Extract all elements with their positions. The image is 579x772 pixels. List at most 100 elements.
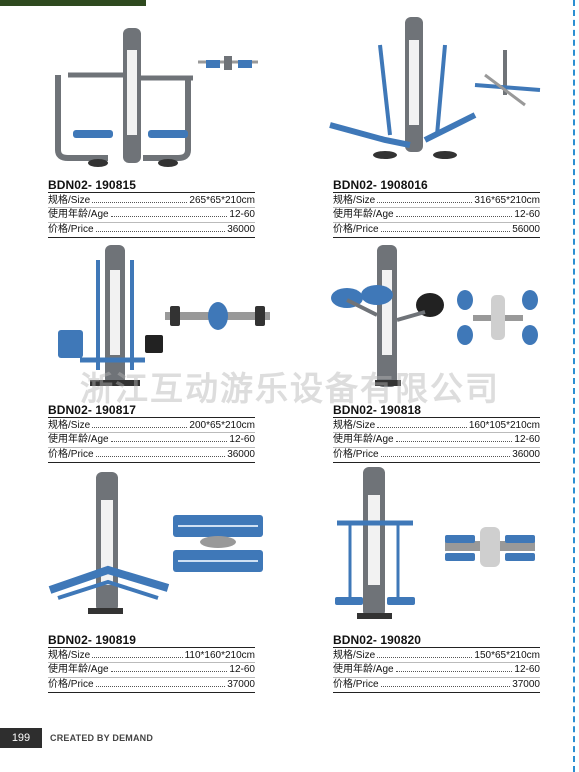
spec-label: 使用年龄/Age bbox=[48, 209, 109, 221]
spec-value: 36000 bbox=[512, 448, 540, 460]
spec-label: 价格/Price bbox=[333, 448, 379, 460]
spec-table: 规格/Size 200*65*210cm 使用年龄/Age 12-60 价格/Pri… bbox=[48, 417, 255, 463]
spec-value: 36000 bbox=[227, 448, 255, 460]
spec-row-price: 价格/Price 36000 bbox=[48, 223, 255, 236]
spec-row-age: 使用年龄/Age 12-60 bbox=[48, 433, 255, 448]
product-code: BDN02- 190815 bbox=[48, 178, 137, 192]
product-code: BDN02- 1908016 bbox=[333, 178, 428, 192]
footer-tagline: CREATED BY DEMAND bbox=[50, 733, 154, 743]
spec-value: 316*65*210cm bbox=[474, 195, 540, 206]
spec-value: 37000 bbox=[227, 678, 255, 690]
spec-label: 规格/Size bbox=[333, 420, 376, 431]
dot-leader bbox=[92, 426, 188, 428]
page-number: 199 bbox=[0, 728, 42, 748]
spec-row-size: 规格/Size 160*105*210cm bbox=[333, 419, 540, 434]
footer: 199 CREATED BY DEMAND bbox=[0, 728, 579, 748]
dot-leader bbox=[110, 670, 228, 673]
dot-leader bbox=[92, 201, 188, 203]
dot-leader bbox=[95, 455, 226, 457]
spec-row-age: 使用年龄/Age 12-60 bbox=[48, 663, 255, 678]
spec-value: 265*65*210cm bbox=[189, 195, 255, 206]
product-card-1908016 bbox=[325, 15, 541, 175]
dot-leader bbox=[380, 685, 511, 687]
spec-row-price: 价格/Price 56000 bbox=[333, 223, 540, 236]
product-image-sit-up-bench bbox=[48, 472, 263, 614]
spec-value: 12-60 bbox=[229, 209, 255, 221]
product-card-190818 bbox=[325, 240, 538, 400]
spec-label: 使用年龄/Age bbox=[48, 434, 109, 446]
spec-row-age: 使用年龄/Age 12-60 bbox=[48, 208, 255, 223]
spec-row-size: 规格/Size 265*65*210cm bbox=[48, 194, 255, 209]
spec-label: 价格/Price bbox=[48, 678, 94, 690]
dot-leader bbox=[395, 440, 513, 443]
spec-table: 规格/Size 265*65*210cm 使用年龄/Age 12-60 价格/Pri… bbox=[48, 192, 255, 238]
spec-row-age: 使用年龄/Age 12-60 bbox=[333, 433, 540, 448]
spec-label: 使用年龄/Age bbox=[48, 664, 109, 676]
spec-label: 使用年龄/Age bbox=[333, 434, 394, 446]
product-card-190817 bbox=[50, 240, 270, 400]
product-code: BDN02- 190817 bbox=[48, 403, 137, 417]
spec-value: 12-60 bbox=[514, 434, 540, 446]
spec-row-age: 使用年龄/Age 12-60 bbox=[333, 663, 540, 678]
spec-label: 规格/Size bbox=[48, 650, 91, 661]
dot-leader bbox=[95, 685, 226, 687]
spec-row-price: 价格/Price 37000 bbox=[333, 678, 540, 691]
spec-value: 150*65*210cm bbox=[474, 650, 540, 661]
spec-table: 规格/Size 150*65*210cm 使用年龄/Age 12-60 价格/Pri… bbox=[333, 647, 540, 693]
spec-value: 160*105*210cm bbox=[468, 420, 540, 431]
page-edge-rule bbox=[573, 0, 575, 772]
spec-row-size: 规格/Size 150*65*210cm bbox=[333, 649, 540, 664]
spec-label: 使用年龄/Age bbox=[333, 664, 394, 676]
dot-leader bbox=[377, 656, 473, 658]
dot-leader bbox=[380, 230, 511, 232]
product-card-190819 bbox=[48, 470, 263, 630]
product-code: BDN02- 190818 bbox=[333, 403, 422, 417]
spec-row-size: 规格/Size 316*65*210cm bbox=[333, 194, 540, 209]
spec-table: 规格/Size 316*65*210cm 使用年龄/Age 12-60 价格/Pri… bbox=[333, 192, 540, 238]
product-image-twister bbox=[335, 467, 535, 619]
product-card-190820 bbox=[335, 465, 545, 630]
dot-leader bbox=[110, 215, 228, 218]
dot-leader bbox=[377, 426, 467, 428]
spec-row-price: 价格/Price 37000 bbox=[48, 678, 255, 691]
dot-leader bbox=[92, 656, 183, 658]
spec-label: 价格/Price bbox=[333, 223, 379, 235]
top-bar bbox=[0, 0, 146, 6]
spec-label: 价格/Price bbox=[48, 223, 94, 235]
spec-value: 36000 bbox=[227, 223, 255, 235]
dot-leader bbox=[377, 201, 473, 203]
dot-leader bbox=[380, 455, 511, 457]
spec-value: 12-60 bbox=[229, 434, 255, 446]
spec-value: 56000 bbox=[512, 223, 540, 235]
spec-row-size: 规格/Size 200*65*210cm bbox=[48, 419, 255, 434]
spec-label: 规格/Size bbox=[333, 650, 376, 661]
spec-label: 规格/Size bbox=[333, 195, 376, 206]
spec-value: 37000 bbox=[512, 678, 540, 690]
spec-label: 价格/Price bbox=[48, 448, 94, 460]
dot-leader bbox=[110, 440, 228, 443]
product-image-air-walker bbox=[55, 28, 258, 167]
spec-label: 规格/Size bbox=[48, 420, 91, 431]
product-code: BDN02- 190820 bbox=[333, 633, 422, 647]
spec-row-age: 使用年龄/Age 12-60 bbox=[333, 208, 540, 223]
product-code: BDN02- 190819 bbox=[48, 633, 137, 647]
spec-row-price: 价格/Price 36000 bbox=[48, 448, 255, 461]
spec-table: 规格/Size 160*105*210cm 使用年龄/Age 12-60 价格/Pr… bbox=[333, 417, 540, 463]
product-card-190815 bbox=[48, 20, 258, 175]
spec-value: 200*65*210cm bbox=[189, 420, 255, 431]
spec-label: 规格/Size bbox=[48, 195, 91, 206]
spec-value: 12-60 bbox=[229, 664, 255, 676]
spec-row-price: 价格/Price 36000 bbox=[333, 448, 540, 461]
product-image-leg-press bbox=[58, 245, 270, 386]
product-image-tai-chi-wheels bbox=[331, 245, 538, 387]
spec-value: 12-60 bbox=[514, 664, 540, 676]
dot-leader bbox=[395, 215, 513, 218]
dot-leader bbox=[395, 670, 513, 673]
spec-label: 价格/Price bbox=[333, 678, 379, 690]
dot-leader bbox=[95, 230, 226, 232]
spec-value: 12-60 bbox=[514, 209, 540, 221]
product-image-cross-trainer bbox=[329, 17, 541, 159]
spec-label: 使用年龄/Age bbox=[333, 209, 394, 221]
